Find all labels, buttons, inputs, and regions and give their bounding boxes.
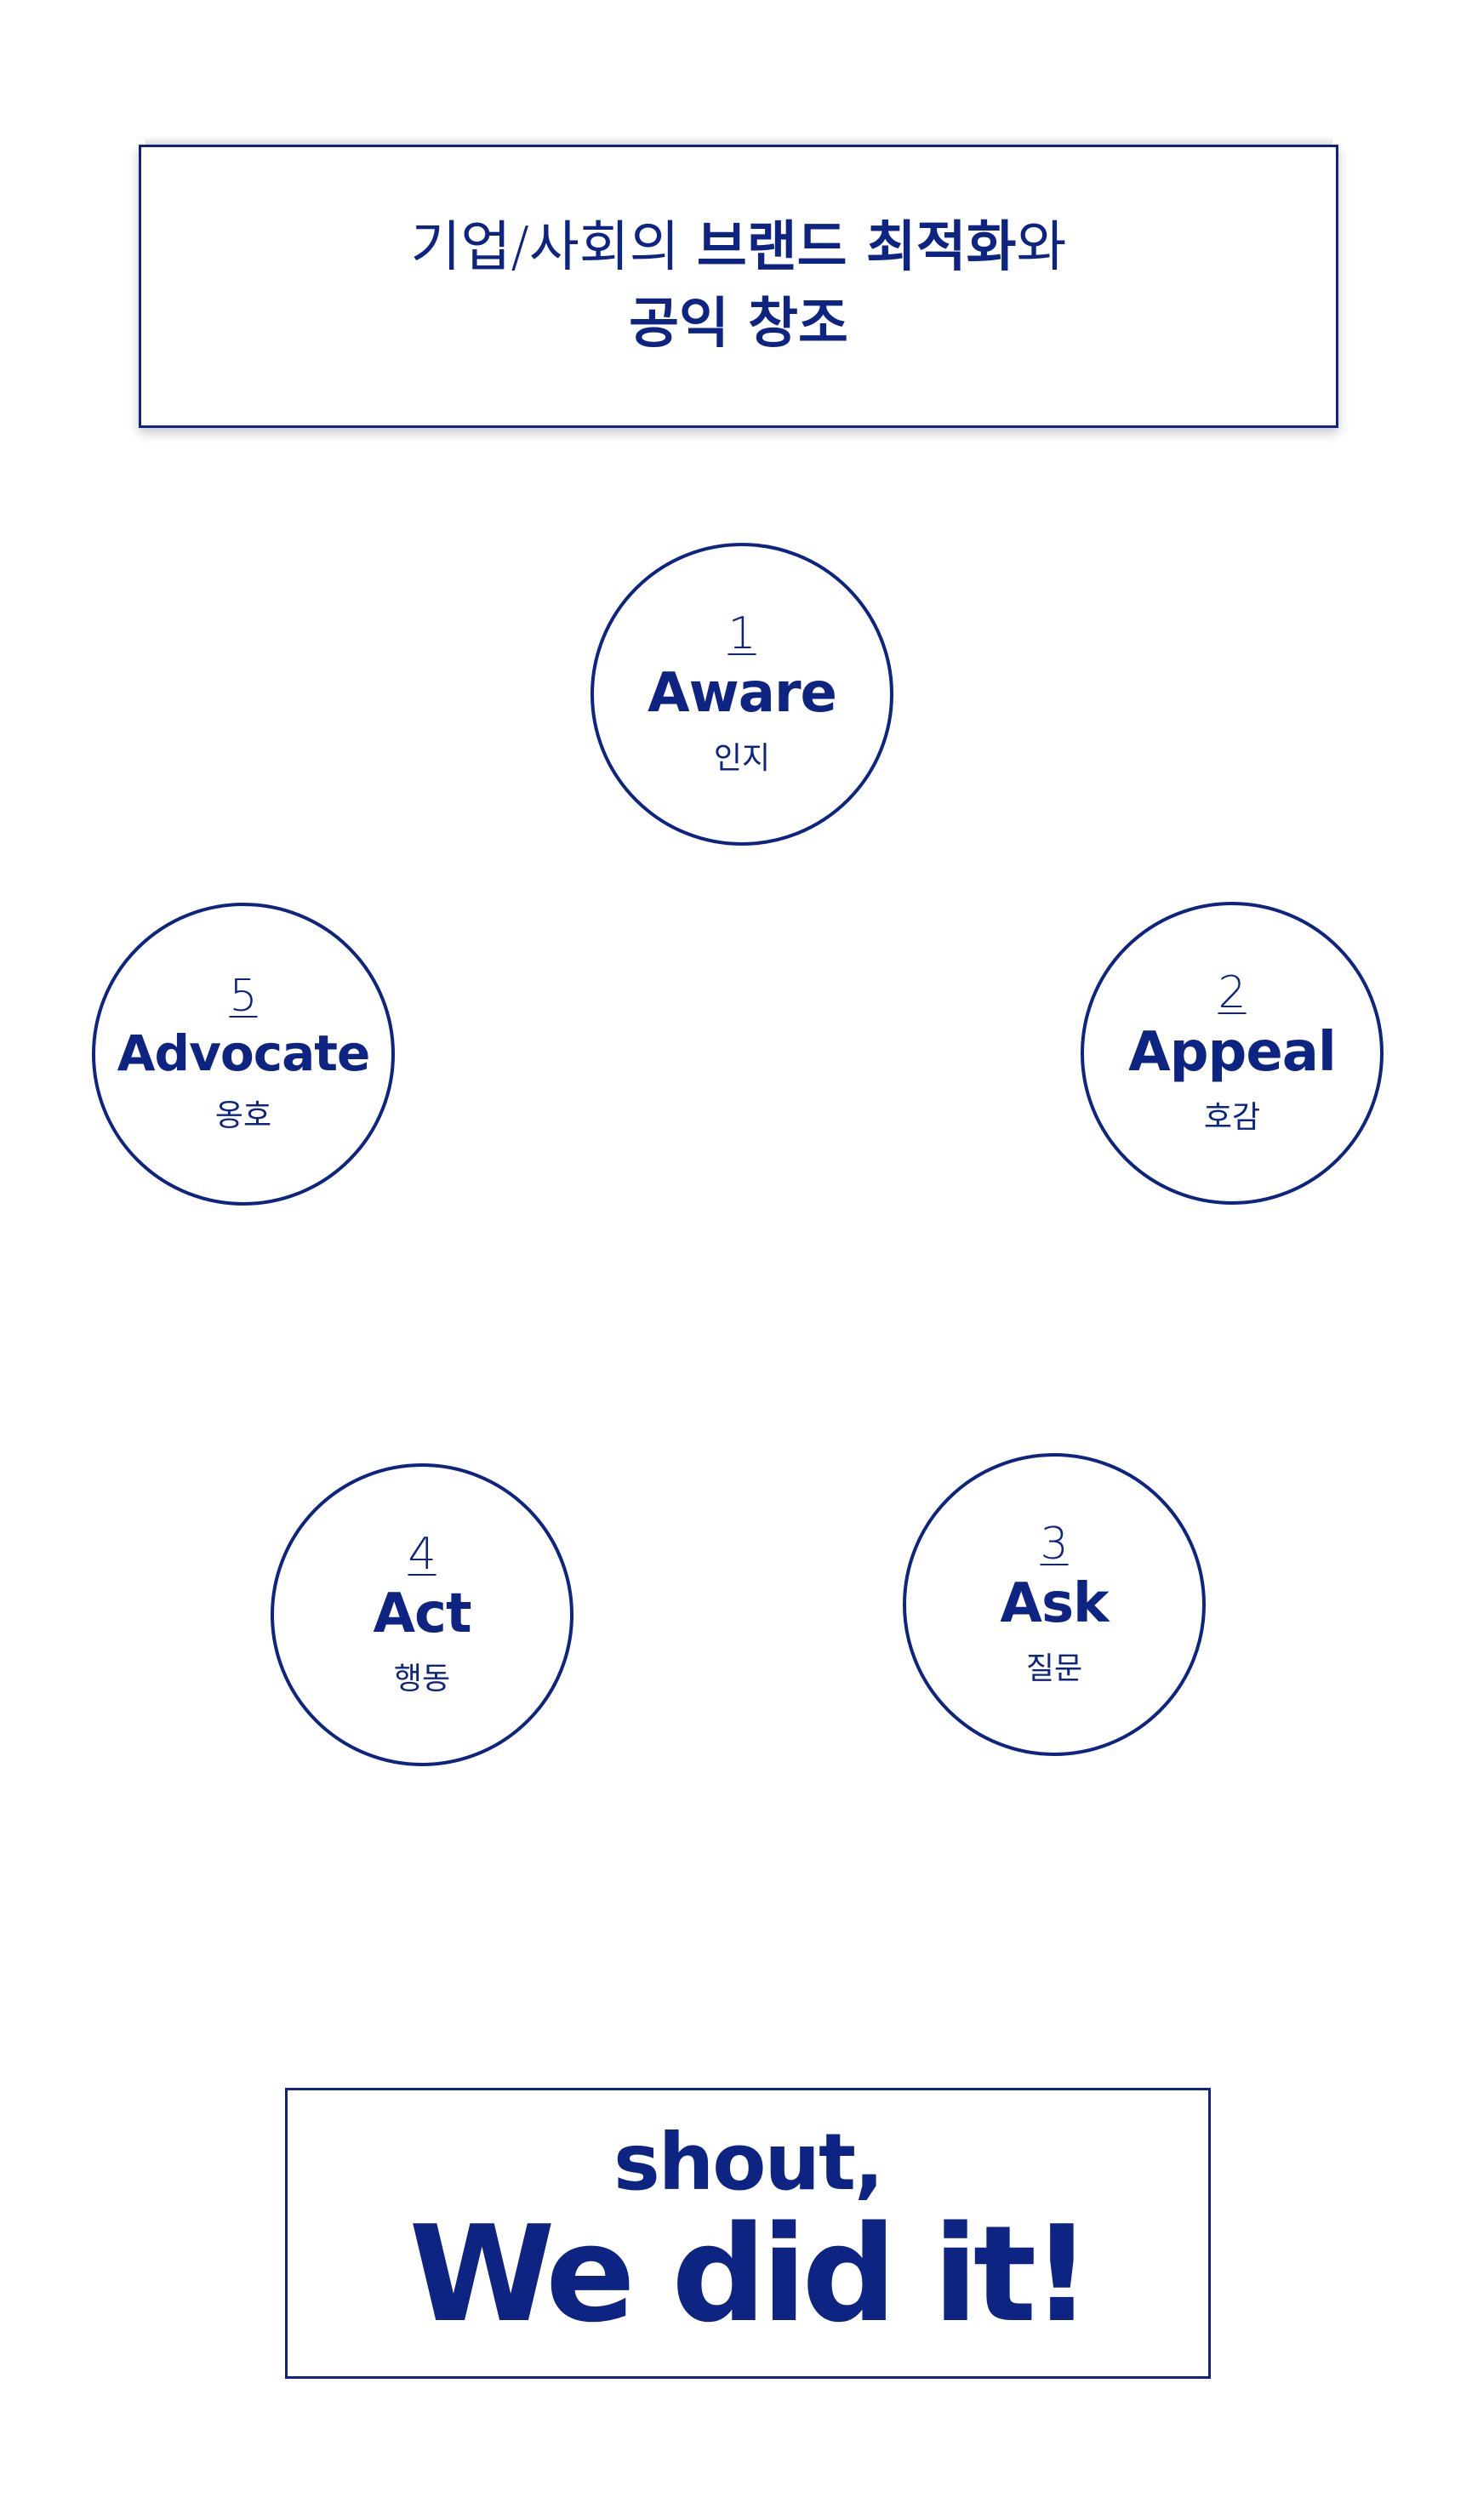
stage-name: Appeal xyxy=(1128,1020,1337,1084)
stage-aware: 1 Aware 인지 xyxy=(591,543,893,846)
stage-act: 4 Act 행동 xyxy=(271,1463,573,1766)
stage-number: 4 xyxy=(408,1528,436,1580)
stage-number: 3 xyxy=(1040,1518,1069,1570)
title-line-2: 공익 창조 xyxy=(629,292,848,356)
stage-korean-label: 질문 xyxy=(1025,1651,1083,1687)
slogan-big-text: We did it! xyxy=(408,2197,1093,2352)
stage-appeal: 2 Appeal 호감 xyxy=(1081,902,1384,1205)
stage-name: Advocate xyxy=(117,1024,371,1083)
stage-korean-label: 행동 xyxy=(393,1662,451,1697)
title-box-shadow xyxy=(145,135,1332,145)
stage-korean-label: 옹호 xyxy=(214,1098,272,1133)
stage-number: 5 xyxy=(229,971,258,1023)
stage-korean-label: 인지 xyxy=(713,741,771,777)
slogan-small-text: shout, xyxy=(613,2116,884,2208)
title-line-1: 기업/사회의 브랜드 최적화와 xyxy=(411,213,1067,283)
stage-name: Act xyxy=(373,1582,471,1645)
slogan-box: shout, We did it! xyxy=(285,2088,1211,2379)
stage-name: Ask xyxy=(1000,1571,1109,1635)
stage-name: Aware xyxy=(648,661,837,725)
stage-advocate: 5 Advocate 옹호 xyxy=(92,903,395,1206)
title-prefix: 기업/사회의 xyxy=(410,216,697,280)
stage-number: 2 xyxy=(1218,966,1247,1018)
stage-number: 1 xyxy=(727,607,756,659)
stage-korean-label: 호감 xyxy=(1203,1100,1261,1136)
title-box: 기업/사회의 브랜드 최적화와 공익 창조 xyxy=(139,135,1338,428)
stage-ask: 3 Ask 질문 xyxy=(903,1453,1206,1756)
title-emphasis: 브랜드 최적화 xyxy=(696,216,1017,280)
title-suffix: 와 xyxy=(1016,216,1067,280)
